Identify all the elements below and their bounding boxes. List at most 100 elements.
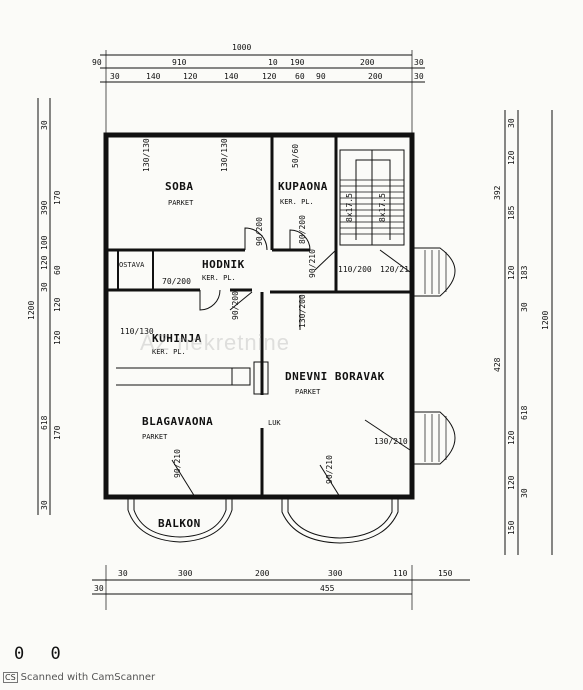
dim-top-r2: 120: [183, 72, 198, 81]
stair-step-label: 8x17.5: [345, 193, 354, 222]
dim-right: 428: [493, 357, 502, 372]
opening-label: 130/130: [220, 138, 229, 172]
room-labels: SOBA PARKET KUPAONA KER. PL. HODNIK KER.…: [119, 180, 385, 530]
room-floor-dnevni: PARKET: [295, 388, 321, 396]
dim-right: 120: [507, 475, 516, 490]
room-name-dnevni: DNEVNI BORAVAK: [285, 370, 385, 383]
dimension-lines-bottom: [92, 565, 470, 610]
camscanner-icon: CS: [3, 672, 18, 683]
dim-right: 185: [507, 205, 516, 220]
dim-bottom-r1: 300: [328, 569, 343, 578]
dim-bottom-r2: 30: [94, 584, 104, 593]
dim-left: 390: [40, 200, 49, 215]
opening-label: 50/60: [291, 144, 300, 168]
dim-right: 392: [493, 185, 502, 200]
opening-labels: 130/130 130/130 50/60 110/130 80/200 70/…: [120, 138, 414, 484]
dim-right: 120: [507, 265, 516, 280]
dim-left: 120: [40, 255, 49, 270]
balcony-label: BALKON: [158, 517, 201, 530]
balconies: [127, 247, 456, 544]
watermark: AZ nekretnine: [140, 330, 290, 355]
dim-right-total: 1200: [541, 311, 550, 330]
dim-top-total: 1000: [232, 43, 251, 52]
dim-right: 30: [507, 118, 516, 128]
room-floor-hodnik: KER. PL.: [202, 274, 236, 282]
opening-label: 130/130: [142, 138, 151, 172]
room-name-blagavaona: BLAGAVAONA: [142, 415, 213, 428]
room-name-kuhinja: KUHINJA: [152, 332, 202, 345]
dimension-lines-sides: [37, 98, 553, 555]
dim-left: 30: [40, 120, 49, 130]
dim-bottom-r1: 150: [438, 569, 453, 578]
dim-bottom-r1: 300: [178, 569, 193, 578]
dim-top-r2: 30: [414, 72, 424, 81]
interior-walls: [106, 137, 410, 497]
room-floor-blagavaona: PARKET: [142, 433, 168, 441]
staircase: [339, 149, 405, 246]
room-floor-soba: PARKET: [168, 199, 194, 207]
stair-step-label: 8x17.5: [378, 193, 387, 222]
dim-top-r1: 190: [290, 58, 305, 67]
dim-top-r2: 140: [224, 72, 239, 81]
dim-top-r2: 200: [368, 72, 383, 81]
dim-left: 170: [53, 425, 62, 440]
room-floor-kuhinja: KER. PL.: [152, 348, 186, 356]
dim-left: 120: [53, 297, 62, 312]
dim-left-total: 1200: [27, 301, 36, 320]
dim-top-r2: 60: [295, 72, 305, 81]
dim-top-r1: 200: [360, 58, 375, 67]
dim-top-r1: 10: [268, 58, 278, 67]
dim-top-r2: 140: [146, 72, 161, 81]
dimension-values: 1000 90 910 10 190 200 30 30 140 120 140…: [27, 43, 550, 593]
dim-top-r2: 120: [262, 72, 277, 81]
dim-bottom-r1: 200: [255, 569, 270, 578]
opening-label: 90/210: [173, 449, 182, 478]
room-name-hodnik: HODNIK: [202, 258, 245, 271]
dim-top-r1: 910: [172, 58, 187, 67]
dim-bottom-r1: 110: [393, 569, 408, 578]
room-name-kupaona: KUPAONA: [278, 180, 328, 193]
opening-label: 90/210: [308, 249, 317, 278]
outer-walls: [103, 132, 415, 500]
opening-label: 110/130: [120, 327, 154, 336]
dim-left: 60: [53, 265, 62, 275]
dim-left: 30: [40, 282, 49, 292]
dim-right: 150: [507, 520, 516, 535]
opening-label: 120/210: [380, 265, 414, 274]
opening-label: 90/210: [325, 455, 334, 484]
door-swings: [171, 227, 411, 498]
opening-label: 80/200: [298, 215, 307, 244]
dimension-lines-top: [100, 50, 425, 140]
opening-label: 130/210: [374, 437, 408, 446]
dim-left: 170: [53, 190, 62, 205]
room-floor-kupaona: KER. PL.: [280, 198, 314, 206]
room-name-soba: SOBA: [165, 180, 194, 193]
dim-top-r2: 90: [316, 72, 326, 81]
dim-right: 30: [520, 488, 529, 498]
dim-top-r1: 90: [92, 58, 102, 67]
dim-top-r2: 30: [110, 72, 120, 81]
page-number: 0 0: [14, 644, 69, 664]
dim-left: 618: [40, 415, 49, 430]
room-name-ostava: OSTAVA: [119, 261, 145, 269]
dim-left: 100: [40, 235, 49, 250]
dim-bottom-r1: 30: [118, 569, 128, 578]
opening-label: 70/200: [162, 277, 191, 286]
dim-top-r1: 30: [414, 58, 424, 67]
opening-label: 110/200: [338, 265, 372, 274]
scanner-text: Scanned with CamScanner: [20, 672, 156, 683]
dim-right: 618: [520, 405, 529, 420]
dim-right: 120: [507, 430, 516, 445]
opening-label: 130/200: [298, 294, 307, 328]
arch-label-luk: LUK: [268, 419, 281, 427]
dim-right: 120: [507, 150, 516, 165]
opening-label: 90/200: [255, 217, 264, 246]
dim-left: 120: [53, 330, 62, 345]
dim-right: 183: [520, 265, 529, 280]
dim-left: 30: [40, 500, 49, 510]
dim-right: 30: [520, 302, 529, 312]
dim-bottom-r2: 455: [320, 584, 335, 593]
opening-label: 90/200: [231, 291, 240, 320]
